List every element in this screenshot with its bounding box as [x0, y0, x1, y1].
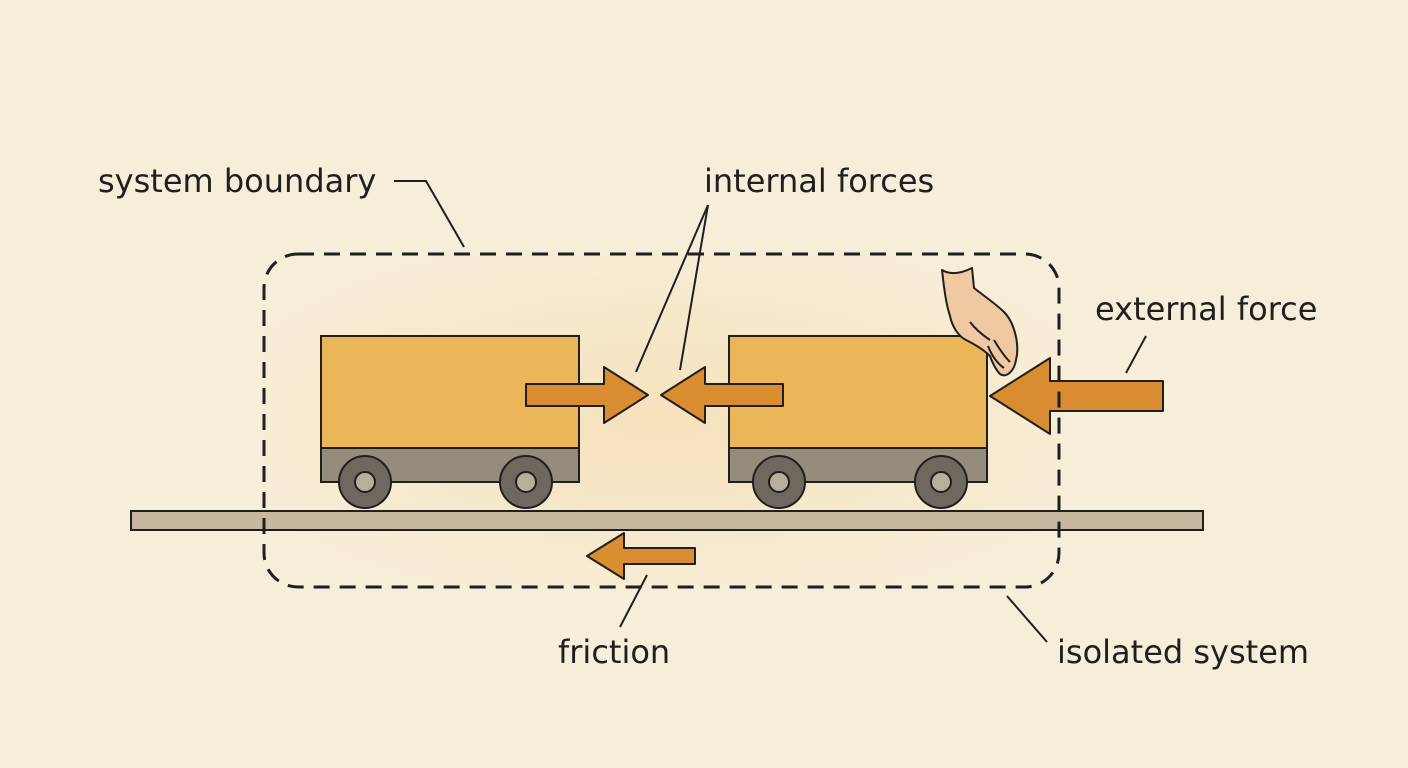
right-cart — [728, 335, 988, 509]
hand-icon — [941, 267, 1019, 377]
external-force-arrow — [989, 357, 1164, 435]
left-cart — [320, 335, 580, 509]
friction-arrow — [586, 532, 696, 580]
system-boundary-outline — [262, 252, 1061, 589]
label-internal-forces: internal forces — [704, 162, 934, 200]
internal-force-arrow-right — [525, 366, 649, 424]
system-boundary-leader — [394, 180, 465, 248]
left-cart-wheel-rear — [499, 455, 553, 509]
label-isolated-system: isolated system — [1057, 633, 1309, 671]
isolated-system-leader — [1006, 595, 1048, 643]
internal-force-arrow-left — [660, 366, 784, 424]
track — [130, 510, 1204, 531]
label-system-boundary: system boundary — [98, 162, 376, 200]
internal-forces-leader-right — [679, 204, 709, 371]
left-cart-wheel-front — [338, 455, 392, 509]
external-force-leader — [1125, 335, 1147, 374]
right-cart-wheel-rear — [914, 455, 968, 509]
label-external-force: external force — [1095, 290, 1317, 328]
internal-forces-leader-left — [635, 204, 709, 373]
right-cart-wheel-front — [752, 455, 806, 509]
friction-leader — [619, 574, 648, 628]
label-friction: friction — [558, 633, 670, 671]
